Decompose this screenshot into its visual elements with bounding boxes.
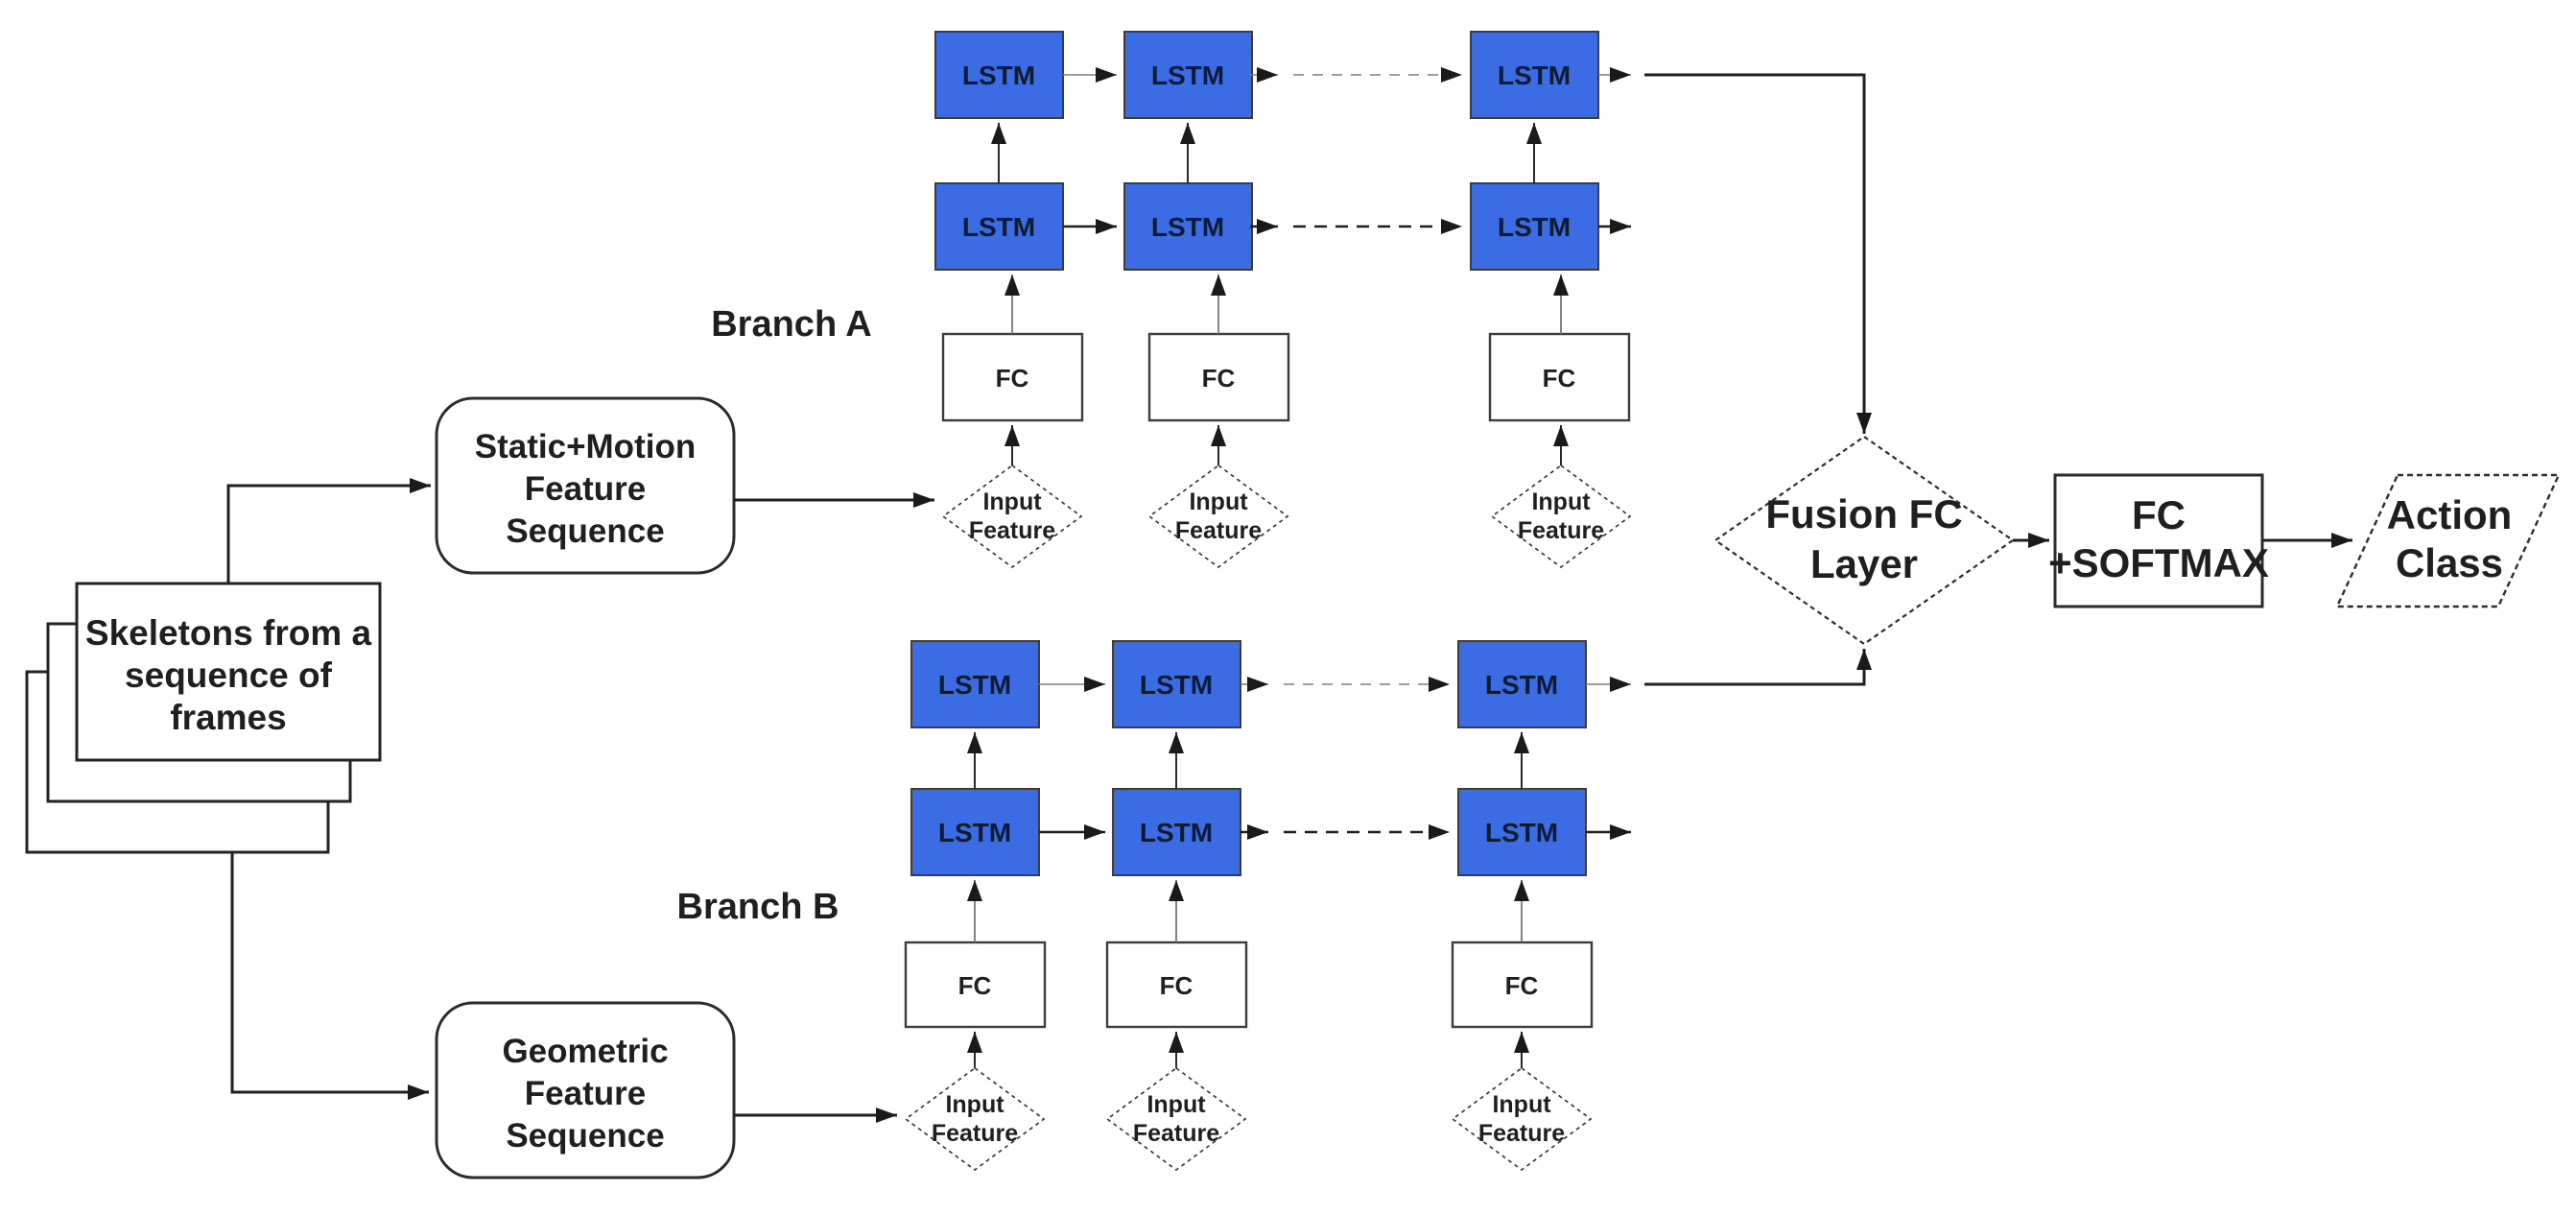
lstm-box: [910, 640, 1040, 728]
input-feature-line1: Input: [1146, 1091, 1206, 1118]
input-feature-line1: Input: [982, 488, 1042, 515]
skeletons-label-line3: frames: [170, 698, 286, 737]
input-feature-diamond: [941, 464, 1083, 569]
lstm-box: [1112, 788, 1241, 876]
input-feature-line2: Feature: [1133, 1120, 1219, 1147]
branch-a-grid: LSTM LSTM LSTM LSTM LSTM LSTM FC FC FC I…: [934, 31, 1632, 569]
lstm-label: LSTM: [938, 670, 1011, 700]
input-feature-diamond: [1105, 1066, 1247, 1172]
arrow-skeletons-to-geometric: [230, 852, 429, 1100]
static-motion-box-shape: [435, 396, 736, 575]
lstm-label: LSTM: [1151, 60, 1224, 90]
geometric-line3: Sequence: [506, 1117, 664, 1155]
lstm-label: LSTM: [962, 212, 1035, 242]
fc-box: [1451, 941, 1594, 1029]
static-motion-line3: Sequence: [506, 512, 664, 550]
classifier-line2: +SOFTMAX: [2048, 540, 2269, 585]
action-class-parallelogram: [2335, 473, 2561, 608]
fc-label: FC: [1505, 971, 1539, 1000]
fc-box: [1488, 332, 1631, 422]
geometric-feature-box: Geometric Feature Sequence: [435, 1001, 736, 1179]
static-motion-line2: Feature: [525, 470, 646, 508]
skeletons-label-line1: Skeletons from a: [85, 613, 372, 653]
output-line2: Class: [2396, 540, 2503, 585]
input-feature-line2: Feature: [1175, 517, 1262, 544]
input-feature-line2: Feature: [932, 1120, 1018, 1147]
input-feature-line1: Input: [1531, 488, 1591, 515]
input-feature-diamond: [1147, 464, 1289, 569]
fusion-line1: Fusion FC: [1765, 491, 1962, 536]
fc-label: FC: [958, 971, 992, 1000]
branch-b-grid: LSTM LSTM LSTM LSTM LSTM LSTM FC FC FC I…: [904, 640, 1631, 1172]
static-motion-feature-box: Static+Motion Feature Sequence: [435, 396, 736, 575]
input-feature-line1: Input: [1492, 1091, 1551, 1118]
fc-label: FC: [1160, 971, 1193, 1000]
action-class-output: Action Class: [2335, 473, 2561, 608]
input-feature-line1: Input: [945, 1091, 1004, 1118]
lstm-box: [1123, 182, 1253, 271]
arrow-branch-b-to-fusion: [1644, 649, 1872, 686]
arrow-branch-a-to-fusion: [1644, 73, 1872, 434]
arrow-skeletons-to-static-motion: [226, 478, 431, 584]
fc-label: FC: [1202, 364, 1236, 393]
lstm-box: [1470, 31, 1599, 119]
lstm-label: LSTM: [1140, 670, 1213, 700]
lstm-label: LSTM: [962, 60, 1035, 90]
output-line1: Action: [2387, 492, 2513, 537]
skeletons-label-line2: sequence of: [125, 655, 333, 695]
fc-label: FC: [996, 364, 1029, 393]
input-feature-line2: Feature: [969, 517, 1055, 544]
classifier-line1: FC: [2132, 492, 2186, 537]
input-feature-diamond: [904, 1066, 1046, 1172]
branch-a-label: Branch A: [711, 304, 872, 345]
lstm-label: LSTM: [1485, 670, 1558, 700]
input-feature-line1: Input: [1189, 488, 1248, 515]
fusion-line2: Layer: [1810, 541, 1918, 586]
fusion-fc-diamond: [1713, 435, 2015, 646]
lstm-label: LSTM: [1498, 212, 1571, 242]
fc-box: [1147, 332, 1290, 422]
geometric-line2: Feature: [525, 1075, 646, 1112]
fc-softmax-shape: [2053, 473, 2264, 608]
lstm-label: LSTM: [1140, 818, 1213, 847]
fc-label: FC: [1543, 364, 1576, 393]
geometric-line1: Geometric: [502, 1033, 668, 1070]
lstm-label: LSTM: [1485, 818, 1558, 847]
fc-softmax-box: FC +SOFTMAX: [2048, 473, 2269, 608]
geometric-box-shape: [435, 1001, 736, 1179]
lstm-label: LSTM: [1151, 212, 1224, 242]
fc-box: [941, 332, 1084, 422]
static-motion-line1: Static+Motion: [475, 428, 696, 465]
lstm-label: LSTM: [938, 818, 1011, 847]
input-feature-line2: Feature: [1518, 517, 1604, 544]
input-feature-line2: Feature: [1478, 1120, 1565, 1147]
input-feature-diamond: [1490, 464, 1632, 569]
lstm-box: [1112, 640, 1241, 728]
fc-box: [904, 941, 1047, 1029]
input-feature-diamond: [1451, 1066, 1593, 1172]
fusion-fc-layer: Fusion FC Layer: [1713, 435, 2015, 646]
lstm-label: LSTM: [1498, 60, 1571, 90]
lstm-box: [1470, 182, 1599, 271]
branch-b-label: Branch B: [677, 887, 839, 927]
skeletons-stack: Skeletons from a sequence of frames: [25, 582, 382, 854]
